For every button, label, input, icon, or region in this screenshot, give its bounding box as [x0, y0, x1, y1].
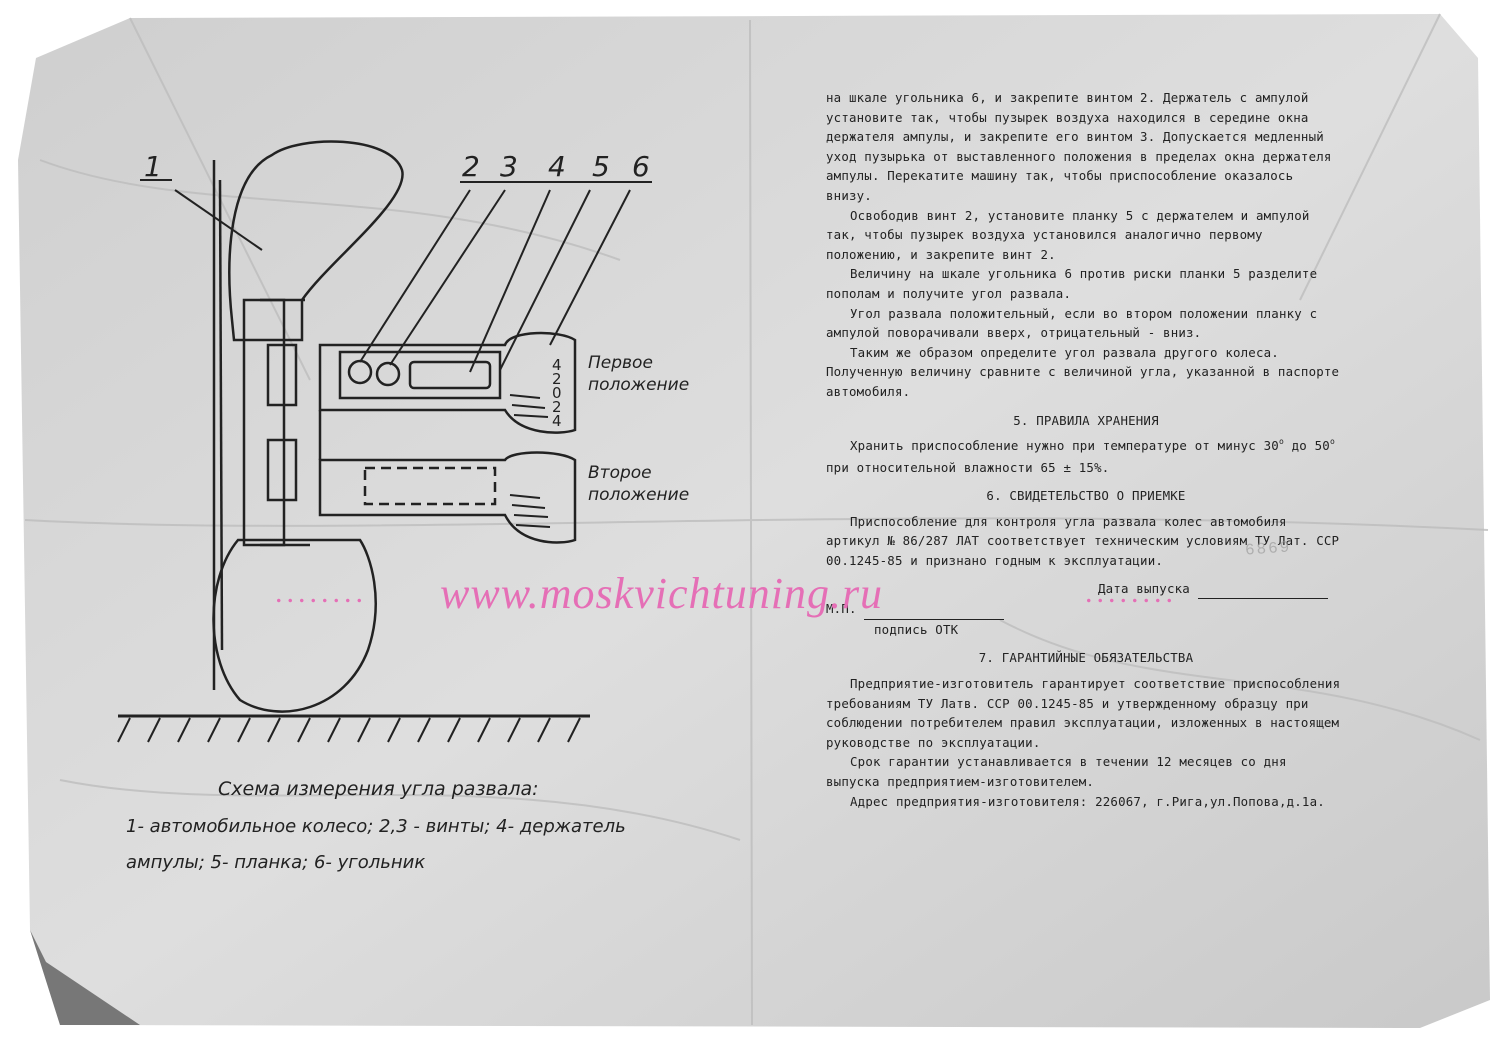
callout-1: 1 — [144, 150, 162, 183]
manufacturer-address: Адрес предприятия-изготовителя: 226067, … — [850, 793, 1325, 809]
callout-4: 4 — [548, 150, 566, 183]
signature-blank — [864, 599, 1005, 620]
release-date-label: Дата выпуска — [1098, 580, 1190, 596]
seal-label: М.П. — [826, 601, 857, 617]
paragraph-storage: Хранить приспособление нужно при темпера… — [826, 437, 1335, 475]
watermark-dots-left: ........ — [275, 576, 367, 609]
paragraph-mounting: на шкале угольника 6, и закрепите винтом… — [826, 90, 1332, 203]
watermark-url: www.moskvichtuning.ru — [440, 569, 884, 618]
second-position-label: Второе положение — [588, 463, 690, 505]
paragraph-certificate: Приспособление для контроля угла развала… — [826, 513, 1340, 569]
diagram-caption-title: Схема измерения угла развала: — [218, 778, 539, 800]
paragraph-warranty: Предприятие-изготовитель гарантирует соо… — [826, 676, 1341, 750]
heading-certificate: 6. СВИДЕТЕЛЬСТВО О ПРИЕМКЕ — [986, 488, 1186, 504]
scale-ticks — [509, 394, 551, 528]
paragraph-sign: Угол развала положительный, если во втор… — [826, 305, 1318, 341]
ground-hatch — [117, 717, 581, 743]
release-date-blank — [1197, 579, 1328, 600]
torn-corner — [30, 930, 140, 1025]
paragraph-warranty-term: Срок гарантии устанавливается в течении … — [826, 754, 1287, 789]
screw-3 — [375, 361, 401, 387]
paragraph-second-position: Освободив винт 2, установите планку 5 с … — [826, 207, 1310, 262]
callout-6: 6 — [632, 150, 650, 183]
heading-warranty: 7. ГАРАНТИЙНЫЕ ОБЯЗАТЕЛЬСТВА — [978, 650, 1194, 666]
ampoule-holder-first — [338, 350, 502, 400]
wheel-tire-top — [228, 140, 404, 342]
heading-storage: 5. ПРАВИЛА ХРАНЕНИЯ — [1013, 412, 1159, 428]
callout-5: 5 — [592, 150, 610, 183]
paragraph-scale: Величину на шкале угольника 6 против рис… — [826, 266, 1318, 301]
watermark-dots-right: ........ — [1085, 576, 1177, 609]
paragraph-other-wheel: Таким же образом определите угол развала… — [826, 344, 1340, 399]
ampoule-first — [408, 360, 492, 390]
leader-lines — [140, 179, 652, 373]
callout-3: 3 — [500, 150, 518, 183]
qc-signature-label: подпись ОТК — [874, 621, 959, 637]
first-position-label: Первое положение — [588, 353, 690, 395]
callout-2: 2 — [462, 150, 480, 183]
diagram-caption-line1: 1- автомобильное колесо; 2,3 - винты; 4-… — [126, 816, 626, 837]
release-date-line: Дата выпуска — [826, 579, 1346, 600]
angle-bar-second — [318, 451, 577, 544]
ampoule-second — [363, 466, 497, 506]
faded-stamp: 6869 — [1244, 538, 1292, 560]
diagram-caption-line2: ампулы; 5- планка; 6- угольник — [126, 852, 426, 873]
instructions-text: на шкале угольника 6, и закрепите винтом… — [826, 88, 1346, 811]
wheel-diagram — [117, 140, 652, 743]
angle-scale-digits: 4 2 0 2 4 — [552, 356, 562, 430]
seal-line: М.П. — [826, 599, 1346, 620]
